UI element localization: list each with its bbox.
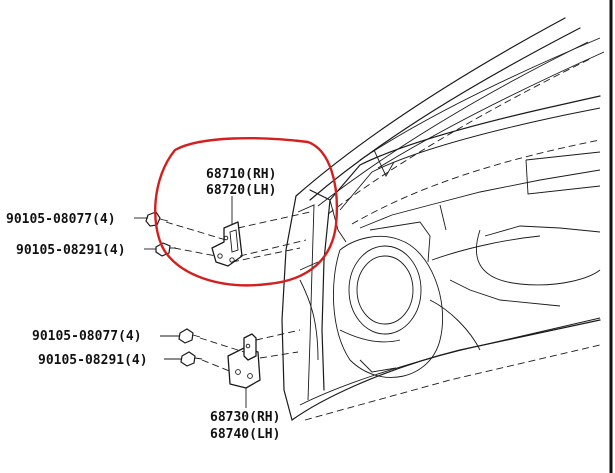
lower-alignment-lines	[199, 329, 301, 373]
upper-hinge-rh-label: 68710(RH)	[206, 167, 276, 182]
lower-hinge-lh-label: 68740(LH)	[210, 427, 280, 442]
a-pillar-lines	[295, 17, 605, 215]
upper-hinge-lh-label: 68720(LH)	[206, 183, 276, 198]
front-pillar	[281, 189, 601, 421]
upper-alignment-lines	[165, 211, 311, 263]
lower-bolt-08077-icon	[178, 328, 201, 344]
lower-bolt-08291-icon	[180, 351, 203, 367]
lower-hinge	[227, 333, 261, 389]
lower-bolt-b-label: 90105-08291(4)	[38, 353, 148, 368]
lower-hinge-rh-label: 68730(RH)	[210, 410, 280, 425]
door-inner-panel	[329, 199, 601, 378]
upper-bolt-b-label: 90105-08291(4)	[16, 243, 126, 258]
red-highlight-circle	[154, 137, 339, 287]
upper-hinge	[211, 221, 243, 267]
door-frame	[329, 95, 601, 229]
upper-bolt-a-label: 90105-08077(4)	[6, 212, 116, 227]
lower-bolt-a-label: 90105-08077(4)	[32, 329, 142, 344]
